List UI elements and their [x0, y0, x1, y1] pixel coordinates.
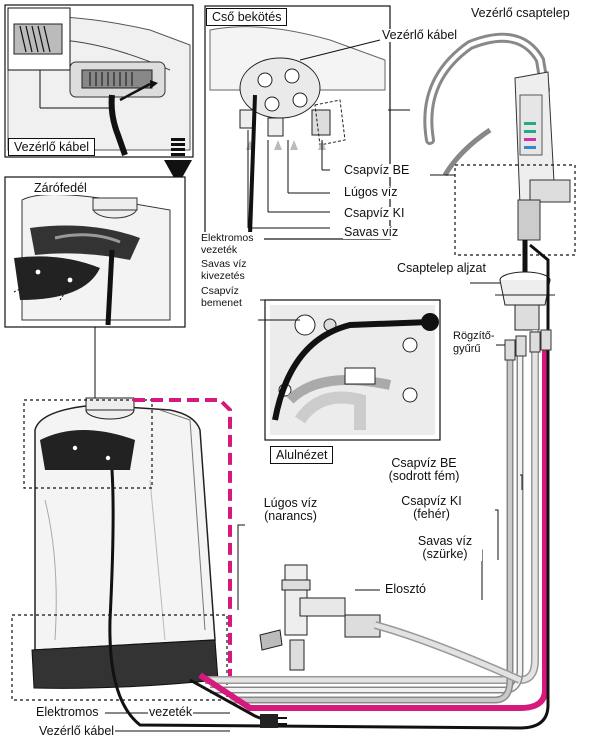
cable-detail-panel — [4, 4, 194, 158]
label-electric: Elektromos — [35, 705, 100, 720]
label-bottom-view: Alulnézet — [270, 446, 334, 464]
label-control-faucet: Vezérlő csaptelep — [470, 6, 571, 21]
down-arrow-icon — [164, 138, 192, 185]
label-tap-out-white: Csapvíz KI (fehér) — [393, 494, 470, 522]
pipe-connection-panel — [204, 5, 391, 240]
label-control-cable-top: Vezérlő kábel — [381, 28, 459, 43]
label-tap-in: Csapvíz BE — [343, 163, 411, 178]
label-electric-wire-small: Elektromos vezeték — [200, 232, 264, 257]
bottom-view-panel — [264, 299, 441, 441]
faucet-socket-drawing — [495, 271, 555, 331]
label-alkaline-orange: Lúgos víz (narancs) — [252, 496, 329, 524]
label-acid-grey: Savas víz (szürke) — [408, 534, 482, 562]
faucet-base-highlight — [454, 164, 576, 256]
label-tap-out: Csapvíz KI — [343, 206, 406, 221]
label-tap-in-braided: Csapvíz BE (sodrott fém) — [374, 456, 474, 484]
cover-detail-panel — [4, 176, 186, 328]
label-alkaline: Lúgos víz — [343, 185, 399, 200]
alkaline-hose-dashed — [133, 398, 232, 690]
label-tap-inlet-small: Csapvíz bemenet — [200, 285, 260, 310]
label-pipe-connection: Cső bekötés — [206, 8, 288, 26]
splitter-valve — [259, 564, 522, 684]
label-faucet-socket: Csaptelep aljzat — [396, 261, 487, 276]
label-control-cable-detail: Vezérlő kábel — [8, 138, 96, 156]
label-wire: vezeték — [148, 705, 194, 720]
label-acid-outlet-small: Savas víz kivezetés — [200, 258, 264, 283]
label-control-cable-bottom: Vezérlő kábel — [38, 724, 116, 739]
label-splitter: Elosztó — [384, 582, 427, 597]
control-faucet-drawing — [423, 32, 571, 285]
control-cable-line — [108, 243, 550, 730]
ionizer-unit — [31, 397, 219, 689]
label-acid: Savas víz — [343, 225, 400, 240]
alkaline-hose — [198, 335, 548, 711]
label-fixing-ring: Rögzítő-gyűrű — [452, 330, 496, 356]
label-cover: Zárófedél — [33, 181, 88, 196]
